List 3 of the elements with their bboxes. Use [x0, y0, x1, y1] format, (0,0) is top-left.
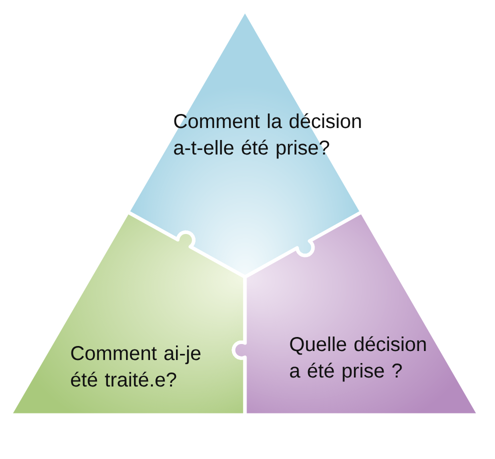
- puzzle-piece: Comment ai-je été traité.e?: [8, 210, 247, 417]
- puzzle-piece: Quelle décision a été prise ?: [232, 210, 481, 417]
- puzzle-piece: Comment la décision a-t-elle été prise?: [126, 8, 364, 279]
